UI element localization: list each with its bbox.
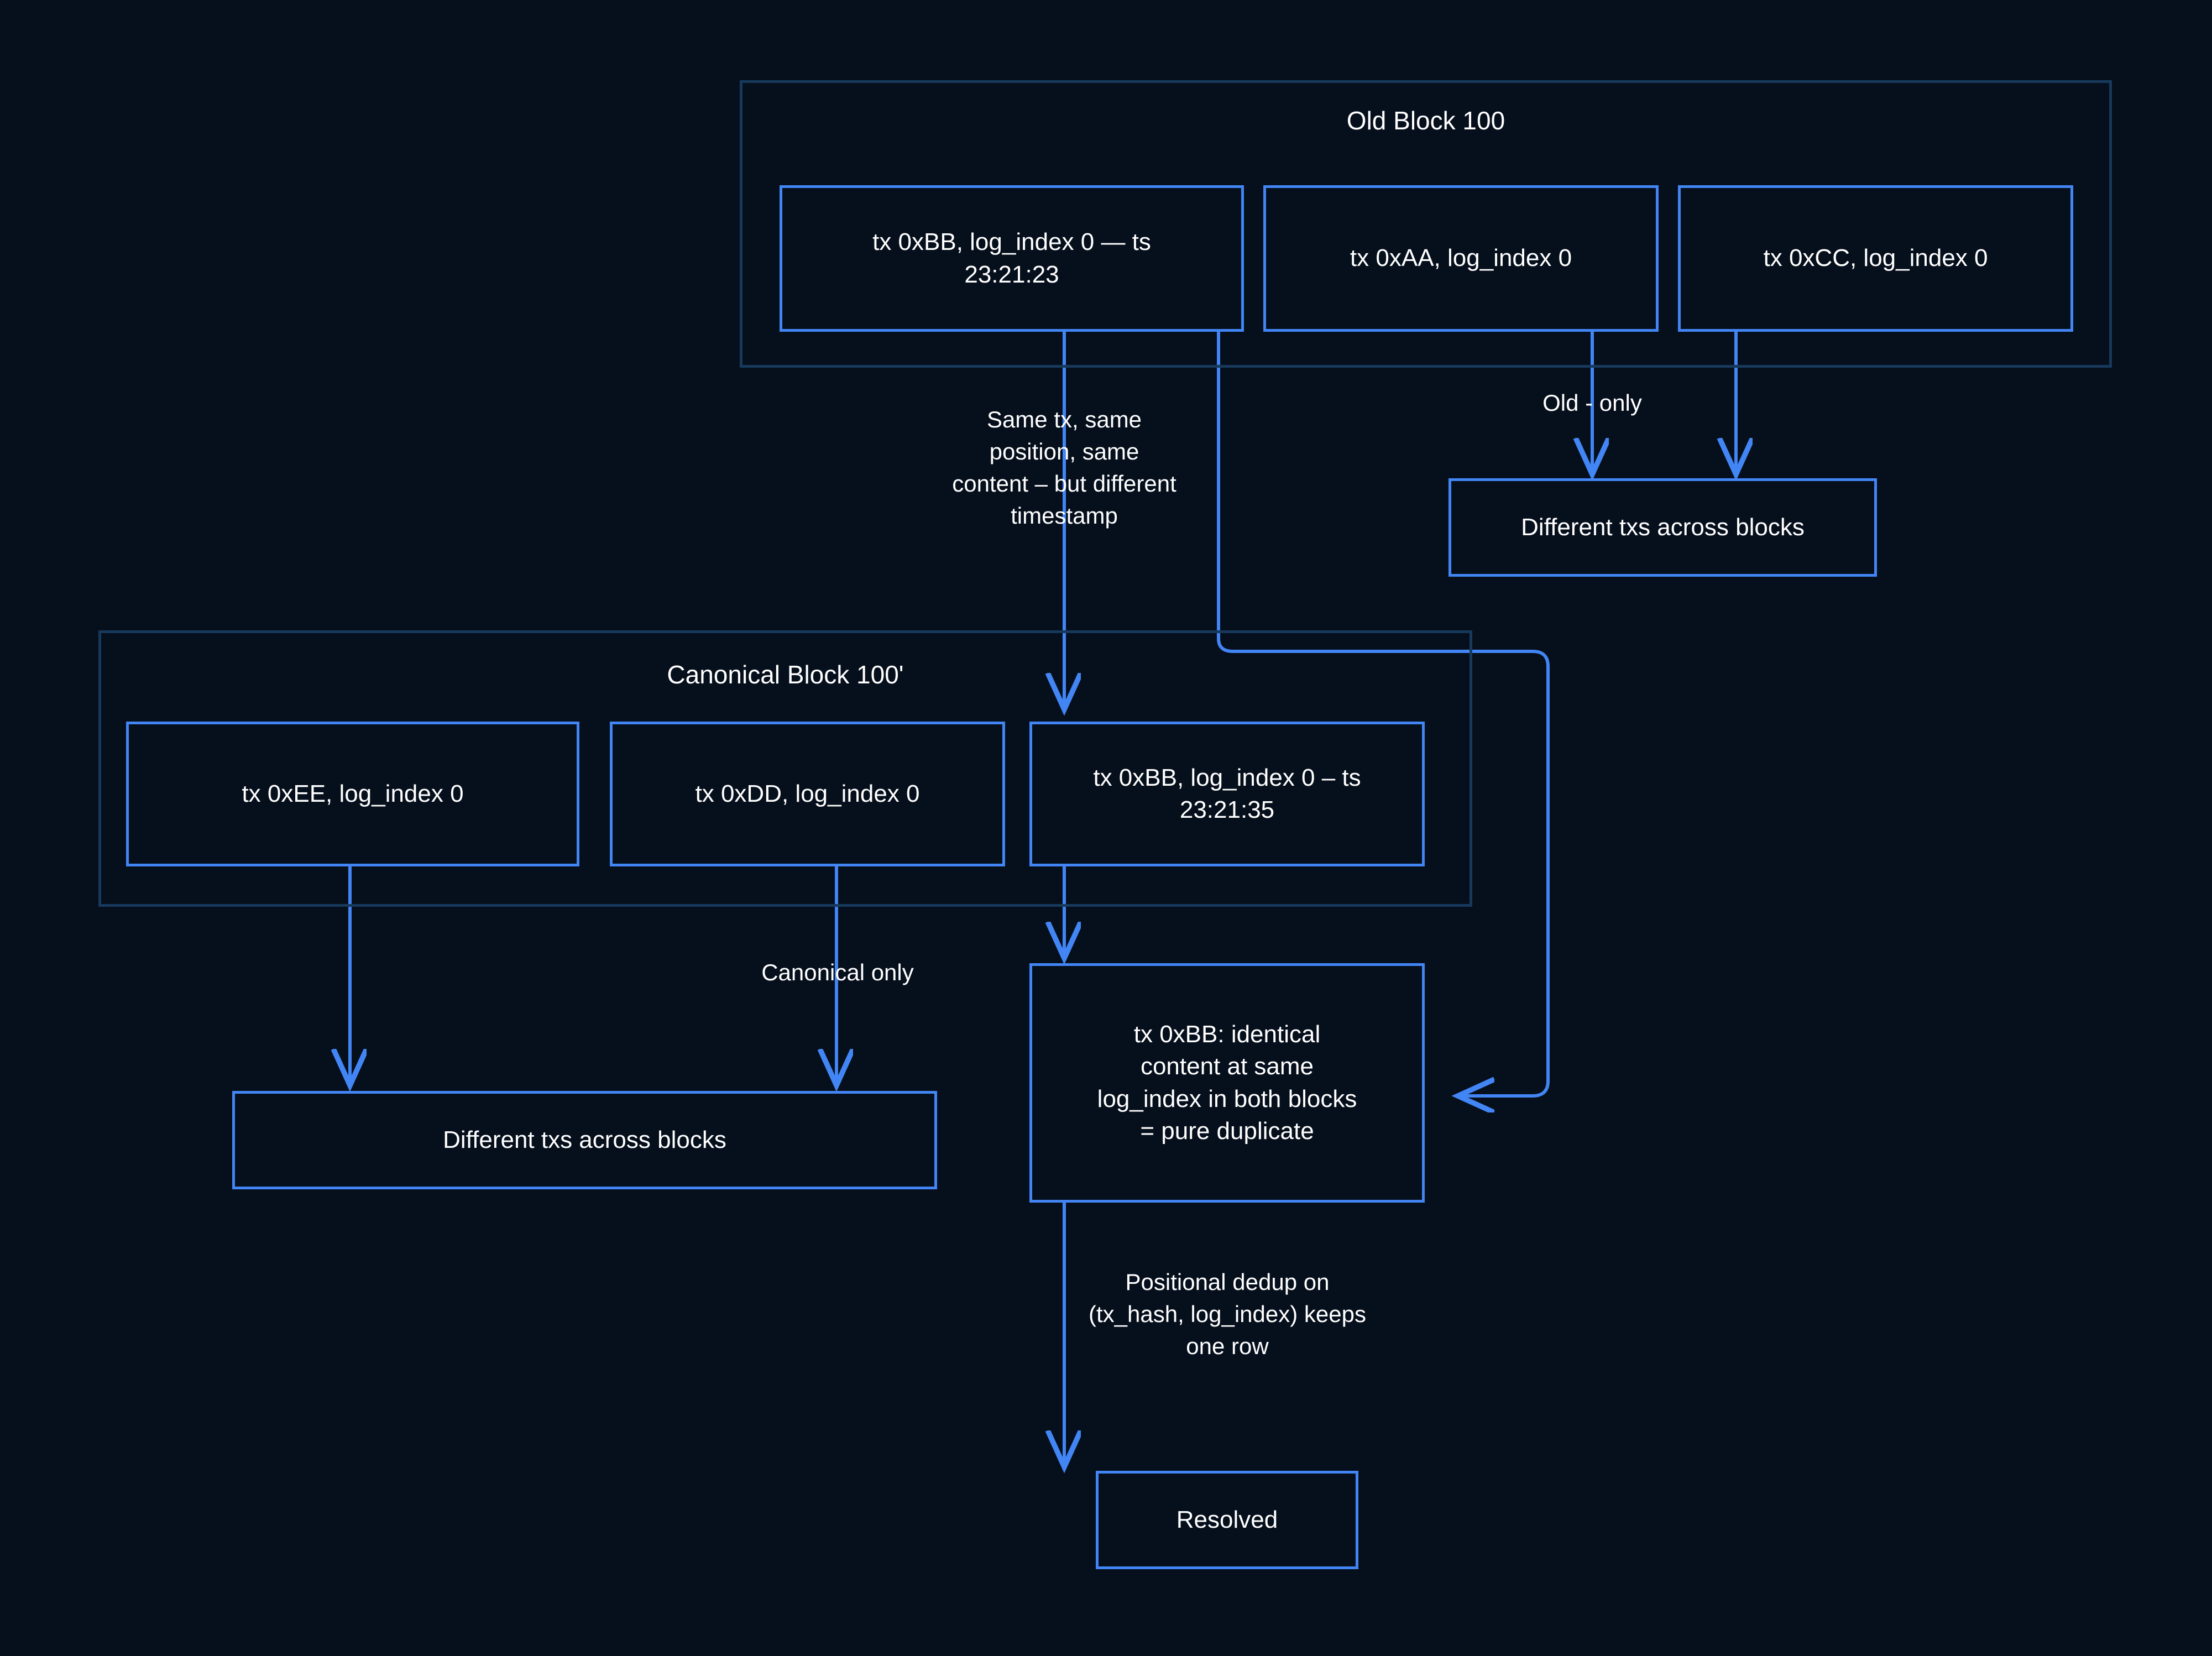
edge-label-canonical-only: Canonical only	[761, 959, 914, 985]
edge-label-positional-dedup: Positional dedup on (tx_hash, log_index)…	[1089, 1269, 1366, 1359]
group-old-block	[740, 80, 2112, 368]
node-diff-left[interactable]: Different txs across blocks	[232, 1091, 937, 1189]
node-canon-ee-label: tx 0xEE, log_index 0	[242, 780, 464, 807]
node-diff-left-label: Different txs across blocks	[443, 1126, 726, 1153]
node-old-cc[interactable]: tx 0xCC, log_index 0	[1678, 185, 2073, 332]
node-canon-dd[interactable]: tx 0xDD, log_index 0	[610, 722, 1005, 866]
node-old-cc-label: tx 0xCC, log_index 0	[1763, 244, 1988, 272]
edge-label-old-only: Old - only	[1542, 390, 1642, 416]
node-canon-ee[interactable]: tx 0xEE, log_index 0	[126, 722, 579, 866]
node-old-aa[interactable]: tx 0xAA, log_index 0	[1263, 185, 1659, 332]
node-duplicate-label: tx 0xBB: identical content at same log_i…	[1097, 1021, 1357, 1145]
node-old-bb[interactable]: tx 0xBB, log_index 0 — ts 23:21:23	[780, 185, 1244, 332]
group-old-block-title: Old Block 100	[1346, 106, 1505, 135]
node-canon-bb[interactable]: tx 0xBB, log_index 0 – ts 23:21:35	[1029, 722, 1425, 866]
group-canonical-block	[98, 630, 1472, 907]
node-resolved[interactable]: Resolved	[1096, 1471, 1358, 1569]
node-duplicate[interactable]: tx 0xBB: identical content at same log_i…	[1029, 963, 1425, 1203]
node-canon-dd-label: tx 0xDD, log_index 0	[695, 780, 920, 807]
node-resolved-label: Resolved	[1176, 1506, 1278, 1533]
edge-label-same-tx: Same tx, same position, same content – b…	[952, 406, 1176, 529]
node-old-bb-label: tx 0xBB, log_index 0 — ts 23:21:23	[872, 228, 1151, 288]
node-diff-right[interactable]: Different txs across blocks	[1448, 478, 1877, 577]
node-old-aa-label: tx 0xAA, log_index 0	[1350, 244, 1572, 272]
node-canon-bb-label: tx 0xBB, log_index 0 – ts 23:21:35	[1093, 764, 1361, 823]
node-diff-right-label: Different txs across blocks	[1521, 513, 1805, 541]
group-canonical-block-title: Canonical Block 100'	[667, 660, 904, 689]
